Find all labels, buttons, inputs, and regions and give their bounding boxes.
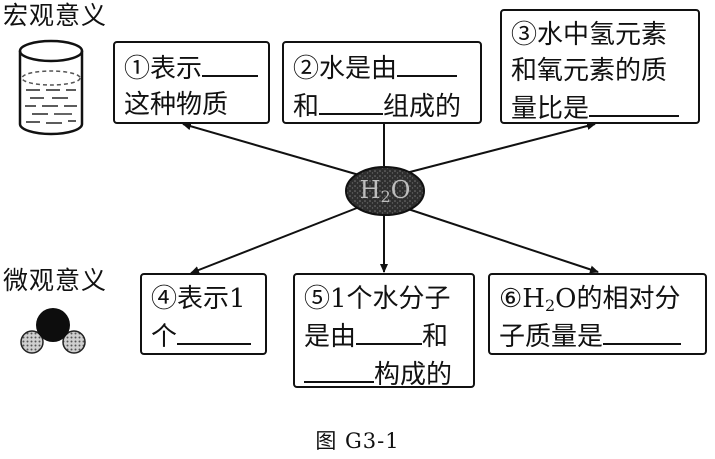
water-molecule-icon — [20, 308, 86, 354]
answer-blank-5b[interactable] — [304, 355, 374, 383]
box-2-composition: ②水是由 和组成的 — [282, 41, 482, 124]
box-3-mass-ratio: ③水中氢元素 和氧元素的质 量比是 — [500, 9, 700, 124]
answer-blank-6[interactable] — [603, 317, 682, 345]
answer-blank-2a[interactable] — [397, 49, 458, 77]
answer-blank-1[interactable] — [202, 49, 259, 77]
box-1-represents-substance: ①表示 这种物质 — [113, 41, 270, 124]
macro-meaning-label: 宏观意义 — [3, 1, 108, 30]
box-6-relative-molecular-mass: ⑥H2O的相对分 子质量是 — [488, 273, 707, 355]
micro-meaning-label: 微观意义 — [3, 266, 108, 295]
box-5-molecule-composition: ⑤1个水分子 是由和 构成的 — [293, 273, 475, 390]
arrow-to-box-6 — [404, 207, 599, 274]
answer-blank-3[interactable] — [589, 89, 680, 117]
answer-blank-5a[interactable] — [356, 317, 423, 345]
arrow-to-box-3 — [405, 122, 596, 174]
arrow-to-box-1 — [182, 122, 367, 178]
answer-blank-2b[interactable] — [319, 87, 384, 115]
center-formula: H2O — [359, 176, 411, 206]
figure-caption: 图 G3-1 — [315, 429, 400, 453]
h2o-center-node — [345, 166, 425, 216]
arrow-to-box-4 — [190, 205, 363, 274]
box-4-represents-one: ④表示1 个 — [140, 273, 267, 355]
answer-blank-4[interactable] — [177, 317, 252, 345]
beaker-icon — [18, 39, 84, 136]
